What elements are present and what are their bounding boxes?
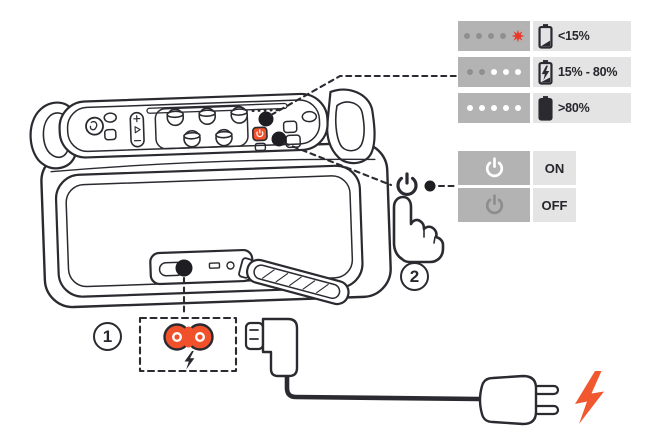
led-dot-on	[491, 69, 497, 75]
dashed-highlight-box	[138, 316, 238, 373]
battery-level-table: <15% 15% - 80% >80%	[458, 21, 631, 129]
knob-icons	[166, 106, 249, 148]
led-dot-dim	[463, 33, 470, 39]
led-indicator-cell	[458, 57, 530, 87]
power-state-label: OFF	[533, 188, 576, 222]
small-lightning-icon	[184, 351, 195, 370]
led-dot-dim	[467, 69, 473, 75]
callout-dot-ac-inlet	[175, 259, 193, 277]
callout-lines	[182, 74, 459, 318]
table-row: <15%	[458, 21, 631, 51]
speaker-illustration	[29, 88, 392, 309]
battery-level-cell: >80%	[533, 93, 631, 123]
led-dot-dim	[487, 33, 494, 39]
step-1-badge: 1	[93, 322, 122, 351]
table-row: ON	[458, 151, 576, 185]
step-2-badge: 2	[400, 262, 429, 291]
led-dot-on	[503, 105, 509, 111]
battery-charging-icon	[538, 60, 553, 85]
power-button-cell	[458, 151, 530, 185]
table-row: 15% - 80%	[458, 57, 631, 87]
ac-plug-icon	[478, 374, 560, 426]
pointing-hand-icon	[392, 195, 445, 264]
led-dot-on	[515, 105, 521, 111]
led-dot-on	[503, 69, 509, 75]
led-dot-on	[491, 105, 497, 111]
c7-connector-icon	[163, 323, 214, 370]
battery-full-icon	[538, 96, 553, 121]
callout-dot-power-button	[271, 131, 287, 147]
battery-led-strip	[251, 108, 279, 113]
led-dot-dim	[479, 69, 485, 75]
led-dot-blink	[511, 29, 525, 43]
battery-level-cell: <15%	[533, 21, 631, 51]
led-dot-dim	[499, 33, 506, 39]
power-off-icon	[485, 193, 503, 214]
led-indicator-cell	[458, 93, 530, 123]
power-cord-icon	[244, 317, 482, 402]
port-flap	[238, 257, 350, 306]
table-row: >80%	[458, 93, 631, 123]
led-dot-dim	[475, 33, 482, 39]
power-symbol-icon	[396, 172, 418, 197]
led-dot-on	[479, 105, 485, 111]
power-state-label: ON	[533, 151, 576, 185]
battery-level-label: 15% - 80%	[558, 65, 618, 79]
battery-low-icon	[538, 24, 553, 49]
battery-level-cell: 15% - 80%	[533, 57, 631, 87]
top-control-panel	[58, 92, 329, 159]
callout-dot-battery-led	[258, 111, 274, 127]
power-button	[251, 126, 268, 152]
power-state-table: ON OFF	[458, 151, 576, 225]
power-button-cell	[458, 188, 530, 222]
callout-dot-power-symbol	[424, 180, 436, 192]
table-row: OFF	[458, 188, 576, 222]
led-dot-on	[515, 69, 521, 75]
lightning-bolt-icon	[575, 371, 604, 424]
connector-panel	[149, 248, 254, 286]
power-on-icon	[485, 156, 503, 177]
led-dot-on	[467, 105, 473, 111]
led-indicator-cell	[458, 21, 530, 51]
battery-level-label: >80%	[558, 101, 590, 115]
battery-level-label: <15%	[558, 29, 590, 43]
right-handle	[326, 88, 376, 165]
